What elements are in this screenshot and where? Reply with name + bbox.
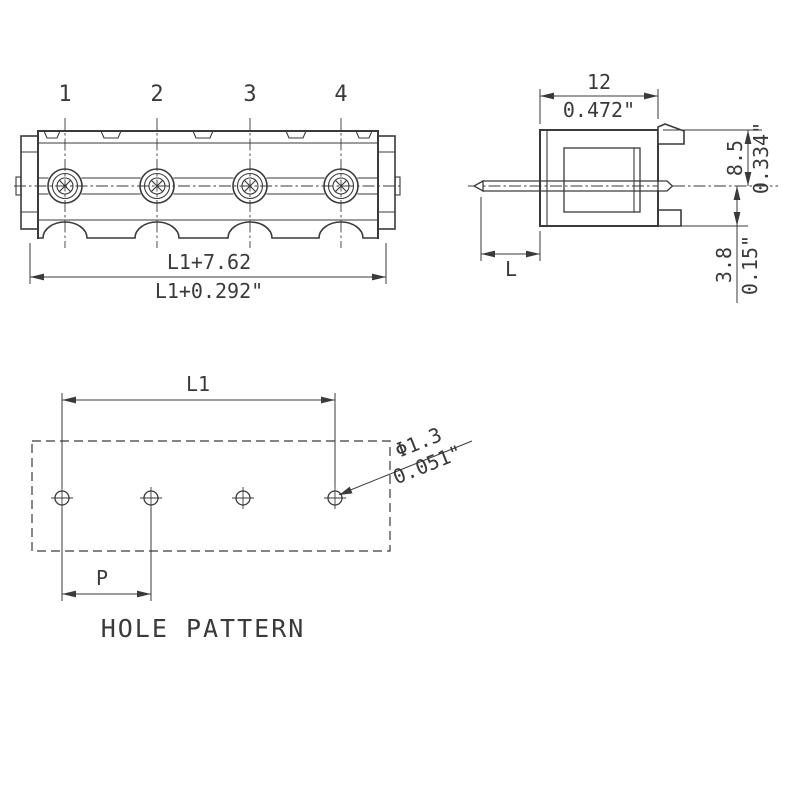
arrowhead-right (137, 590, 151, 598)
latch (657, 123, 685, 145)
arrowhead-left (62, 590, 76, 598)
pin-cavity (563, 147, 641, 213)
arrowhead-left (62, 396, 76, 404)
hole-3 (232, 487, 254, 509)
top-notches (43, 130, 373, 139)
arrowhead-right (526, 250, 540, 258)
position-number-3: 3 (243, 82, 256, 107)
screw-terminal-2 (139, 118, 175, 248)
mounting-foot (657, 209, 682, 227)
left-end-cap (15, 135, 39, 230)
contact-pin-tip (657, 180, 674, 192)
arrowhead-bottom (733, 212, 741, 226)
clamp-rails (37, 177, 379, 195)
arrowhead-top (733, 186, 741, 200)
pitch-dimension: P (61, 508, 152, 601)
hole-1 (51, 487, 73, 509)
depth-in-label: 0.472" (563, 98, 635, 122)
arrowhead-top (744, 130, 752, 144)
arrowhead-right (372, 273, 386, 281)
height-below-mm-label: 3.8 (712, 247, 736, 283)
height-above-mm-label: 8.5 (723, 140, 747, 176)
side-view: 12 0.472" 8.5 0.334" 3.8 0.15" (468, 70, 778, 303)
screw-terminal-3 (232, 118, 268, 248)
depth-dimension: 12 0.472" (539, 70, 659, 124)
position-number-4: 4 (334, 82, 347, 107)
span-dimension: L1 (61, 372, 336, 487)
height-below-dimension: 3.8 0.15" (662, 186, 762, 303)
arrowhead-bottom (744, 172, 752, 186)
position-number-1: 1 (58, 82, 71, 107)
screw-terminal-4 (323, 118, 359, 248)
length-in-label: L1+0.292" (155, 279, 263, 303)
height-above-in-label: 0.334" (749, 122, 773, 194)
span-label: L1 (186, 372, 210, 396)
length-dimension: L1+7.62 L1+0.292" (29, 243, 387, 303)
hole-diameter-callout: Φ1.3 0.051" (338, 422, 473, 496)
height-below-in-label: 0.15" (738, 235, 762, 295)
screw-terminal-1 (47, 118, 83, 248)
pin-length-dimension: L (480, 197, 541, 281)
arrowhead-right (321, 396, 335, 404)
hole-pattern-caption: HOLE PATTERN (101, 614, 306, 643)
arrowhead-left (30, 273, 44, 281)
pin-length-label: L (505, 257, 517, 281)
front-view: 1 2 3 4 L1+7.62 L1+0.292" (14, 82, 402, 303)
board-outline-dashed (31, 440, 391, 552)
length-mm-label: L1+7.62 (167, 250, 251, 274)
pitch-label: P (96, 566, 108, 590)
scalloped-skirt (37, 221, 379, 239)
hole-pattern-view: L1 Φ1.3 0.051" P HOLE PATTERN (31, 372, 473, 643)
arrowhead-left (481, 250, 495, 258)
position-number-2: 2 (150, 82, 163, 107)
right-end-cap (377, 135, 401, 230)
hole-4 (324, 487, 346, 509)
arrowhead-left (540, 92, 554, 100)
arrowhead-right (644, 92, 658, 100)
solder-pin-tip (472, 179, 484, 193)
leader-arrowhead (339, 486, 353, 495)
depth-mm-label: 12 (587, 70, 611, 94)
hole-2 (140, 487, 162, 509)
height-above-dimension: 8.5 0.334" (663, 122, 773, 194)
